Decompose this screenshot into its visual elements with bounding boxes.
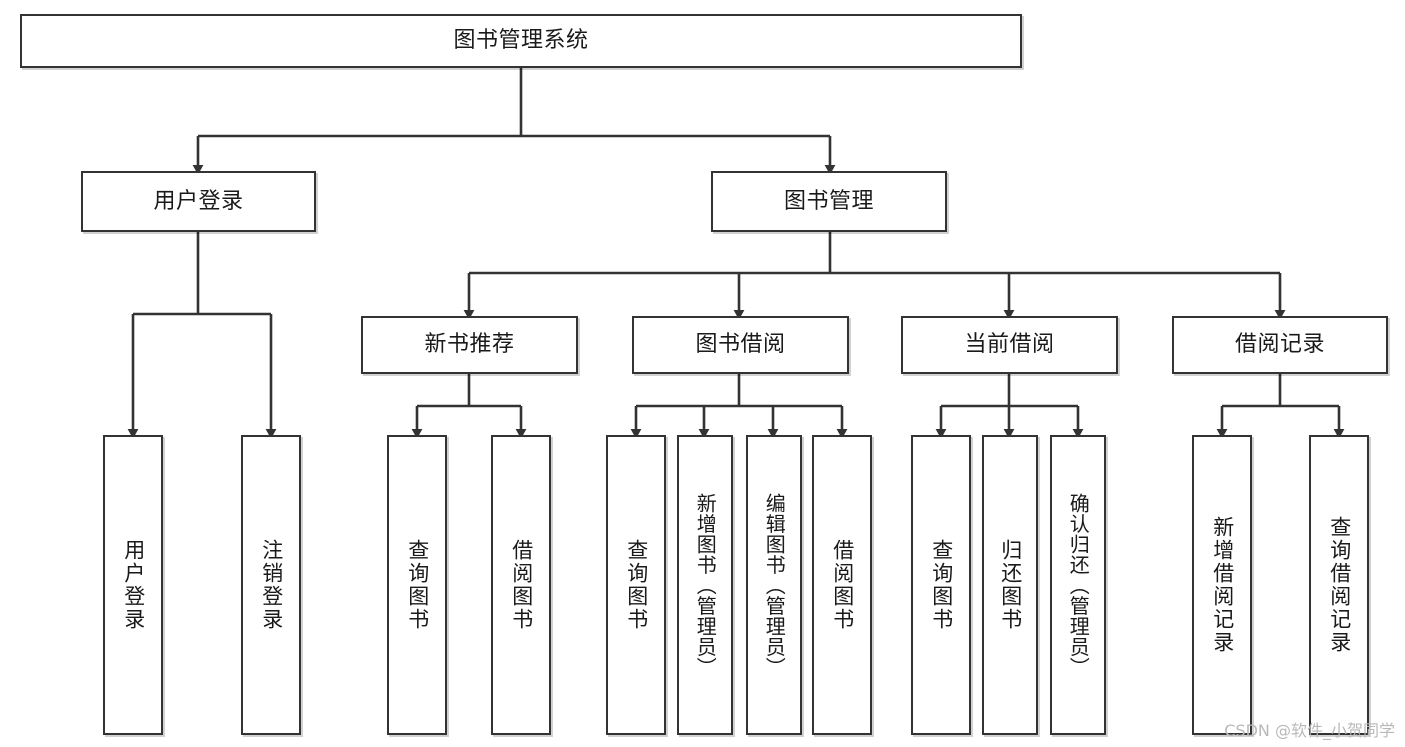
node-leaf-borrow-book-1-label: 借阅图书: [509, 539, 534, 631]
node-book-management[interactable]: 图书管理: [711, 171, 947, 232]
node-leaf-add-book[interactable]: 新增图书（管理员）: [677, 435, 733, 735]
node-new-book-recommend-label: 新书推荐: [424, 332, 515, 358]
node-leaf-borrow-book-2[interactable]: 借阅图书: [812, 435, 872, 735]
node-leaf-user-login-label: 用户登录: [121, 539, 146, 631]
node-book-borrow[interactable]: 图书借阅: [632, 316, 849, 374]
node-borrow-record-label: 借阅记录: [1234, 332, 1325, 358]
node-root-system-label: 图书管理系统: [453, 28, 589, 54]
node-leaf-return-book[interactable]: 归还图书: [982, 435, 1038, 735]
node-leaf-query-record-label: 查询借阅记录: [1327, 516, 1352, 654]
node-leaf-query-book-1[interactable]: 查询图书: [387, 435, 447, 735]
node-leaf-add-record-label: 新增借阅记录: [1210, 516, 1235, 654]
node-book-management-label: 图书管理: [783, 188, 874, 214]
node-user-login[interactable]: 用户登录: [81, 171, 316, 232]
node-leaf-edit-book-label: 编辑图书（管理员）: [762, 492, 787, 678]
node-leaf-return-book-label: 归还图书: [998, 539, 1023, 631]
node-leaf-user-logout[interactable]: 注销登录: [241, 435, 301, 735]
node-leaf-query-book-3-label: 查询图书: [929, 539, 954, 631]
node-leaf-query-book-2-label: 查询图书: [624, 539, 649, 631]
node-leaf-add-book-label: 新增图书（管理员）: [693, 492, 718, 678]
node-leaf-query-record[interactable]: 查询借阅记录: [1309, 435, 1369, 735]
node-leaf-query-book-3[interactable]: 查询图书: [911, 435, 971, 735]
node-book-borrow-label: 图书借阅: [695, 332, 786, 358]
node-leaf-user-login[interactable]: 用户登录: [103, 435, 163, 735]
node-leaf-borrow-book-2-label: 借阅图书: [830, 539, 855, 631]
node-leaf-borrow-book-1[interactable]: 借阅图书: [491, 435, 551, 735]
node-leaf-edit-book[interactable]: 编辑图书（管理员）: [746, 435, 802, 735]
node-new-book-recommend[interactable]: 新书推荐: [361, 316, 578, 374]
node-leaf-confirm-return[interactable]: 确认归还（管理员）: [1050, 435, 1106, 735]
node-leaf-confirm-return-label: 确认归还（管理员）: [1066, 492, 1091, 678]
node-leaf-query-book-1-label: 查询图书: [405, 539, 430, 631]
node-leaf-query-book-2[interactable]: 查询图书: [606, 435, 666, 735]
node-user-login-label: 用户登录: [153, 188, 244, 214]
node-current-borrow-label: 当前借阅: [964, 332, 1055, 358]
node-borrow-record[interactable]: 借阅记录: [1172, 316, 1388, 374]
node-root-system[interactable]: 图书管理系统: [20, 14, 1022, 68]
csdn-watermark: CSDN @软件_小贺同学: [1224, 721, 1395, 740]
node-leaf-user-logout-label: 注销登录: [259, 539, 284, 631]
node-leaf-add-record[interactable]: 新增借阅记录: [1192, 435, 1252, 735]
node-current-borrow[interactable]: 当前借阅: [901, 316, 1118, 374]
